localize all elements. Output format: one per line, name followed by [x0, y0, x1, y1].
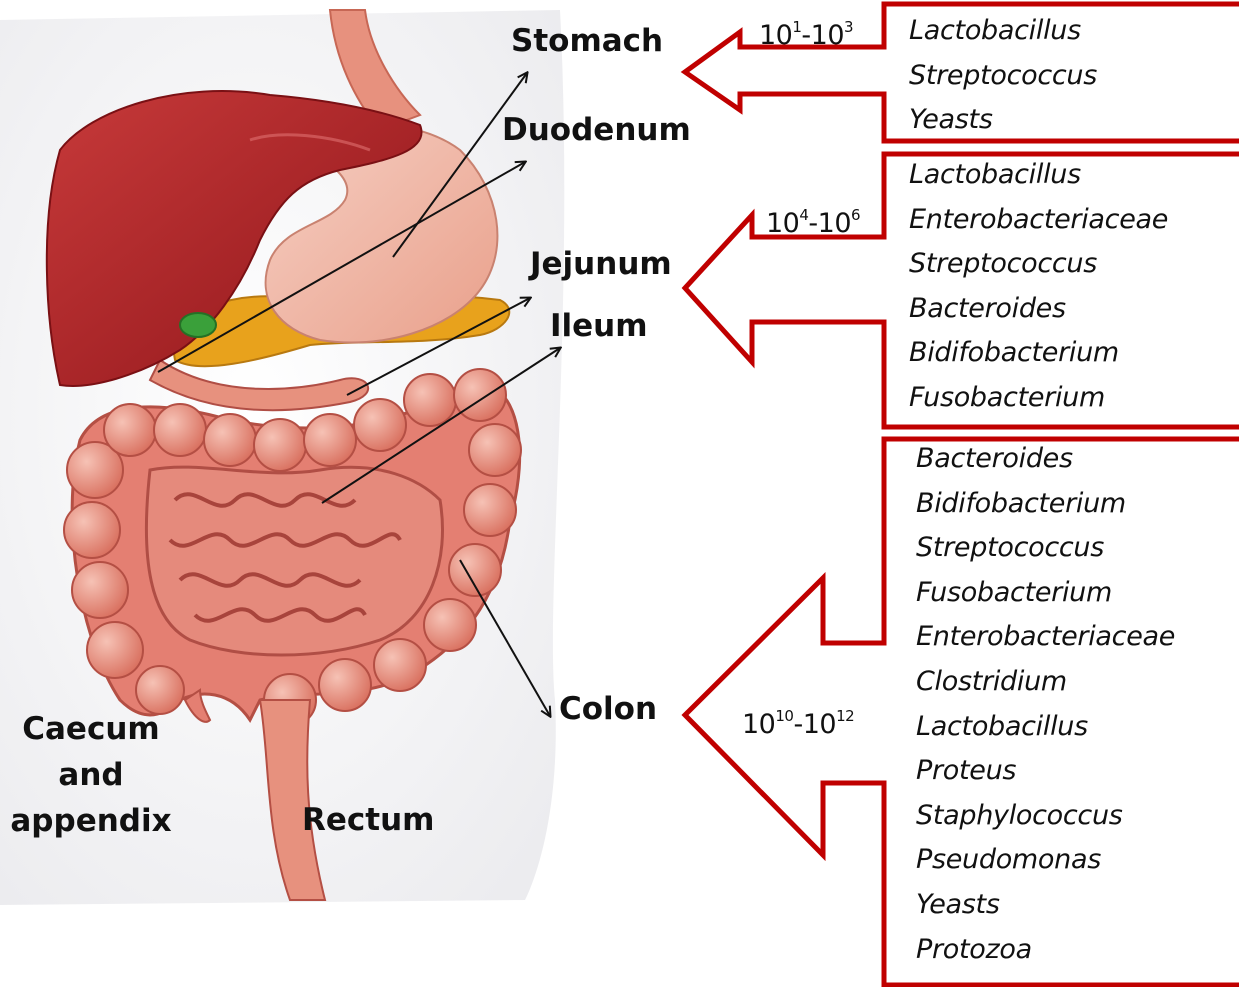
count-base: 10 [818, 208, 851, 239]
count-base: 10 [742, 709, 775, 740]
count-base: 10 [811, 20, 844, 51]
list-item: Fusobacterium [909, 376, 1168, 421]
count-base: 10 [803, 709, 836, 740]
list-item: Enterobacteriaceae [916, 615, 1175, 660]
list-item: Streptococcus [916, 526, 1175, 571]
organ-label-colon: Colon [559, 691, 657, 728]
count-exponent: 6 [851, 206, 860, 224]
count-small-intestine: 104-106 [766, 208, 860, 239]
list-item: Bidifobacterium [916, 482, 1175, 527]
organ-label-ileum: Ileum [550, 308, 648, 345]
stomach-flora-list: Lactobacillus Streptococcus Yeasts [909, 9, 1097, 143]
list-item: Enterobacteriaceae [909, 198, 1168, 243]
list-item: Lactobacillus [909, 153, 1168, 198]
list-item: Fusobacterium [916, 571, 1175, 616]
small-intestine [146, 467, 442, 655]
list-item: Lactobacillus [916, 705, 1175, 750]
organ-label-caecum: Caecum and appendix [6, 706, 176, 844]
list-item: Protozoa [916, 928, 1175, 973]
organ-label-stomach: Stomach [511, 23, 663, 60]
count-stomach: 101-103 [759, 20, 853, 51]
count-exponent: 10 [775, 707, 793, 725]
list-item: Proteus [916, 749, 1175, 794]
list-item: Yeasts [909, 98, 1097, 143]
count-separator: - [801, 20, 810, 51]
count-separator: - [808, 208, 817, 239]
list-item: Lactobacillus [909, 9, 1097, 54]
list-item: Bacteroides [916, 437, 1175, 482]
list-item: Streptococcus [909, 54, 1097, 99]
count-exponent: 12 [836, 707, 854, 725]
list-item: Bidifobacterium [909, 331, 1168, 376]
count-colon: 1010-1012 [742, 709, 854, 740]
list-item: Pseudomonas [916, 838, 1175, 883]
count-base: 10 [759, 20, 792, 51]
organ-label-jejunum: Jejunum [530, 246, 672, 283]
caecum-line-3: appendix [6, 798, 176, 844]
list-item: Streptococcus [909, 242, 1168, 287]
gallbladder [180, 313, 216, 337]
count-base: 10 [766, 208, 799, 239]
organ-label-duodenum: Duodenum [502, 112, 691, 149]
organ-label-rectum: Rectum [302, 802, 434, 839]
list-item: Staphylococcus [916, 794, 1175, 839]
count-exponent: 3 [844, 18, 853, 36]
list-item: Clostridium [916, 660, 1175, 705]
caecum-line-2: and [6, 752, 176, 798]
colon-flora-list: Bacteroides Bidifobacterium Streptococcu… [916, 437, 1175, 972]
list-item: Yeasts [916, 883, 1175, 928]
list-item: Bacteroides [909, 287, 1168, 332]
caecum-line-1: Caecum [6, 706, 176, 752]
small-intestine-flora-list: Lactobacillus Enterobacteriaceae Strepto… [909, 153, 1168, 421]
count-separator: - [793, 709, 802, 740]
